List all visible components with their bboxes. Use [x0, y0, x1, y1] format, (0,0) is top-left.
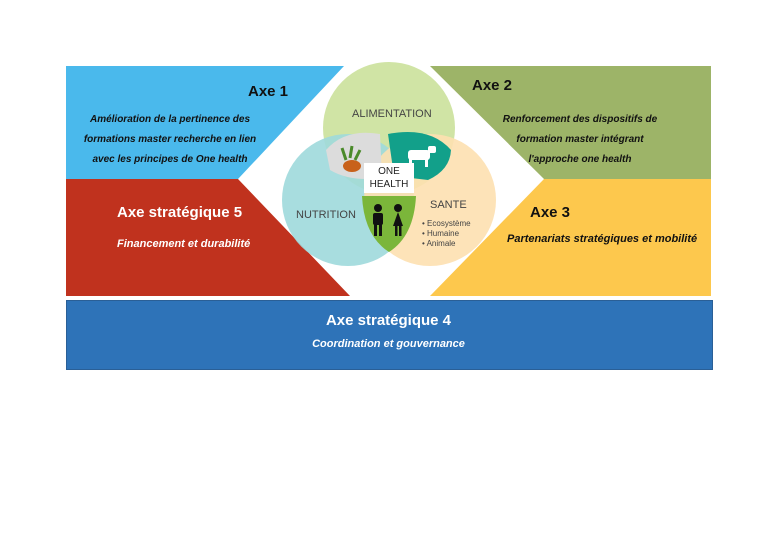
one-health-line-2: HEALTH	[369, 179, 409, 190]
axe4-subtitle: Coordination et gouvernance	[312, 338, 465, 350]
label-sante: SANTE	[430, 199, 467, 211]
one-health-box	[364, 163, 414, 193]
sante-item-2: • Humaine	[422, 229, 460, 238]
axe2-line-1: Renforcement des dispositifs de	[502, 114, 658, 125]
axe1-line-1: Amélioration de la pertinence des	[89, 114, 251, 125]
axe5-title: Axe stratégique 5	[117, 204, 243, 221]
axe2-line-3: l'approche one health	[528, 154, 632, 165]
axe1-panel	[66, 66, 344, 179]
axe3-panel	[430, 179, 711, 296]
vegetable-icon	[340, 145, 362, 172]
axe5-subtitle: Financement et durabilité	[117, 238, 251, 250]
sante-list: • Ecosystème • Humaine • Animale	[422, 219, 471, 249]
axe4-panel	[66, 300, 713, 370]
axe3-title: Axe 3	[530, 204, 571, 221]
axe1-line-2: formations master recherche en lien	[83, 134, 257, 145]
sante-item-1: • Ecosystème	[422, 219, 471, 228]
one-health-label: ONE HEALTH	[364, 165, 414, 191]
human-icon	[373, 204, 403, 236]
axe1-title: Axe 1	[248, 83, 289, 100]
sante-item-3: • Animale	[422, 239, 456, 248]
axe5-panel	[66, 179, 350, 296]
one-health-line-1: ONE	[378, 166, 400, 177]
axe3-subtitle: Partenariats stratégiques et mobilité	[507, 233, 698, 245]
axe2-line-2: formation master intégrant	[516, 134, 644, 145]
axe1-line-3: avec les principes de One health	[92, 154, 248, 165]
axe2-title: Axe 2	[472, 77, 513, 94]
label-nutrition: NUTRITION	[296, 209, 356, 221]
axe4-title: Axe stratégique 4	[325, 312, 452, 329]
label-alimentation: ALIMENTATION	[352, 108, 432, 120]
axe2-panel	[430, 66, 711, 179]
